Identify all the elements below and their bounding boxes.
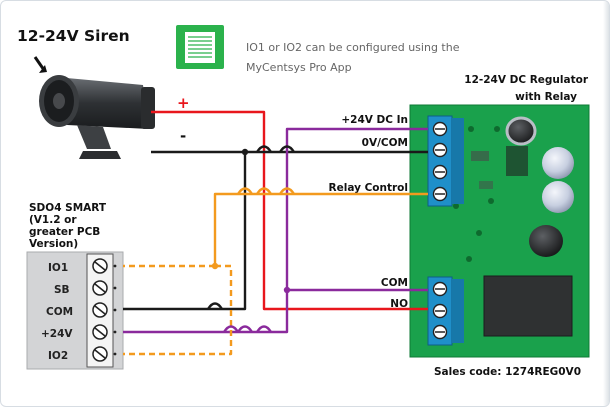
capacitor-icon <box>505 116 537 146</box>
pin-label-io1: IO1 <box>48 262 68 274</box>
document-icon <box>176 25 224 69</box>
wire-black <box>123 150 428 311</box>
siren: 12-24V Siren + - <box>17 27 190 159</box>
input-terminal-block <box>427 115 464 207</box>
siren-plus-label: + <box>177 94 190 112</box>
note-line-2: MyCentsys Pro App <box>246 61 352 74</box>
siren-minus-label: - <box>180 127 186 145</box>
pin-label-com: COM <box>46 306 73 318</box>
capacitor-icon <box>542 147 574 179</box>
relay-icon <box>483 275 573 337</box>
wire-orange-io2 <box>123 264 233 356</box>
sales-code: Sales code: 1274REG0V0 <box>434 366 581 378</box>
siren-title: 12-24V Siren <box>17 27 130 45</box>
wire-red <box>151 110 428 311</box>
pin-label-24v: +24V <box>41 328 73 340</box>
pin-label-io2: IO2 <box>48 350 68 362</box>
relay-terminal-block <box>427 276 464 346</box>
controller-title-1: SDO4 SMART <box>29 202 107 214</box>
siren-icon <box>33 56 155 159</box>
regulator-title-1: 12-24V DC Regulator <box>464 74 589 86</box>
note-line-1: IO1 or IO2 can be configured using the <box>246 41 460 54</box>
capacitor-icon <box>529 225 563 257</box>
capacitor-icon <box>542 181 574 213</box>
controller-title-3: greater PCB <box>29 226 100 238</box>
wire-orange <box>213 192 428 266</box>
relay-label-no: NO <box>390 298 408 310</box>
wires <box>123 110 428 356</box>
controller-title-4: Version) <box>29 238 78 250</box>
regulator-board: 12-24V DC Regulator with Relay <box>329 74 590 378</box>
regulator-title-2: with Relay <box>515 91 577 103</box>
controller-title-2: (V1.2 or <box>29 214 77 226</box>
terminal-label-control: Relay Control <box>329 182 408 194</box>
wire-purple <box>123 127 428 334</box>
controller: SDO4 SMART (V1.2 or greater PCB Version)… <box>26 202 124 370</box>
relay-label-com: COM <box>381 277 408 289</box>
app-note: IO1 or IO2 can be configured using the M… <box>176 25 460 74</box>
wire-hops <box>206 145 296 333</box>
terminal-label-supply: +24V DC In <box>341 114 408 126</box>
wire-junctions <box>211 148 291 294</box>
terminal-label-common: 0V/COM <box>362 137 408 149</box>
pin-label-sb: SB <box>54 284 70 296</box>
